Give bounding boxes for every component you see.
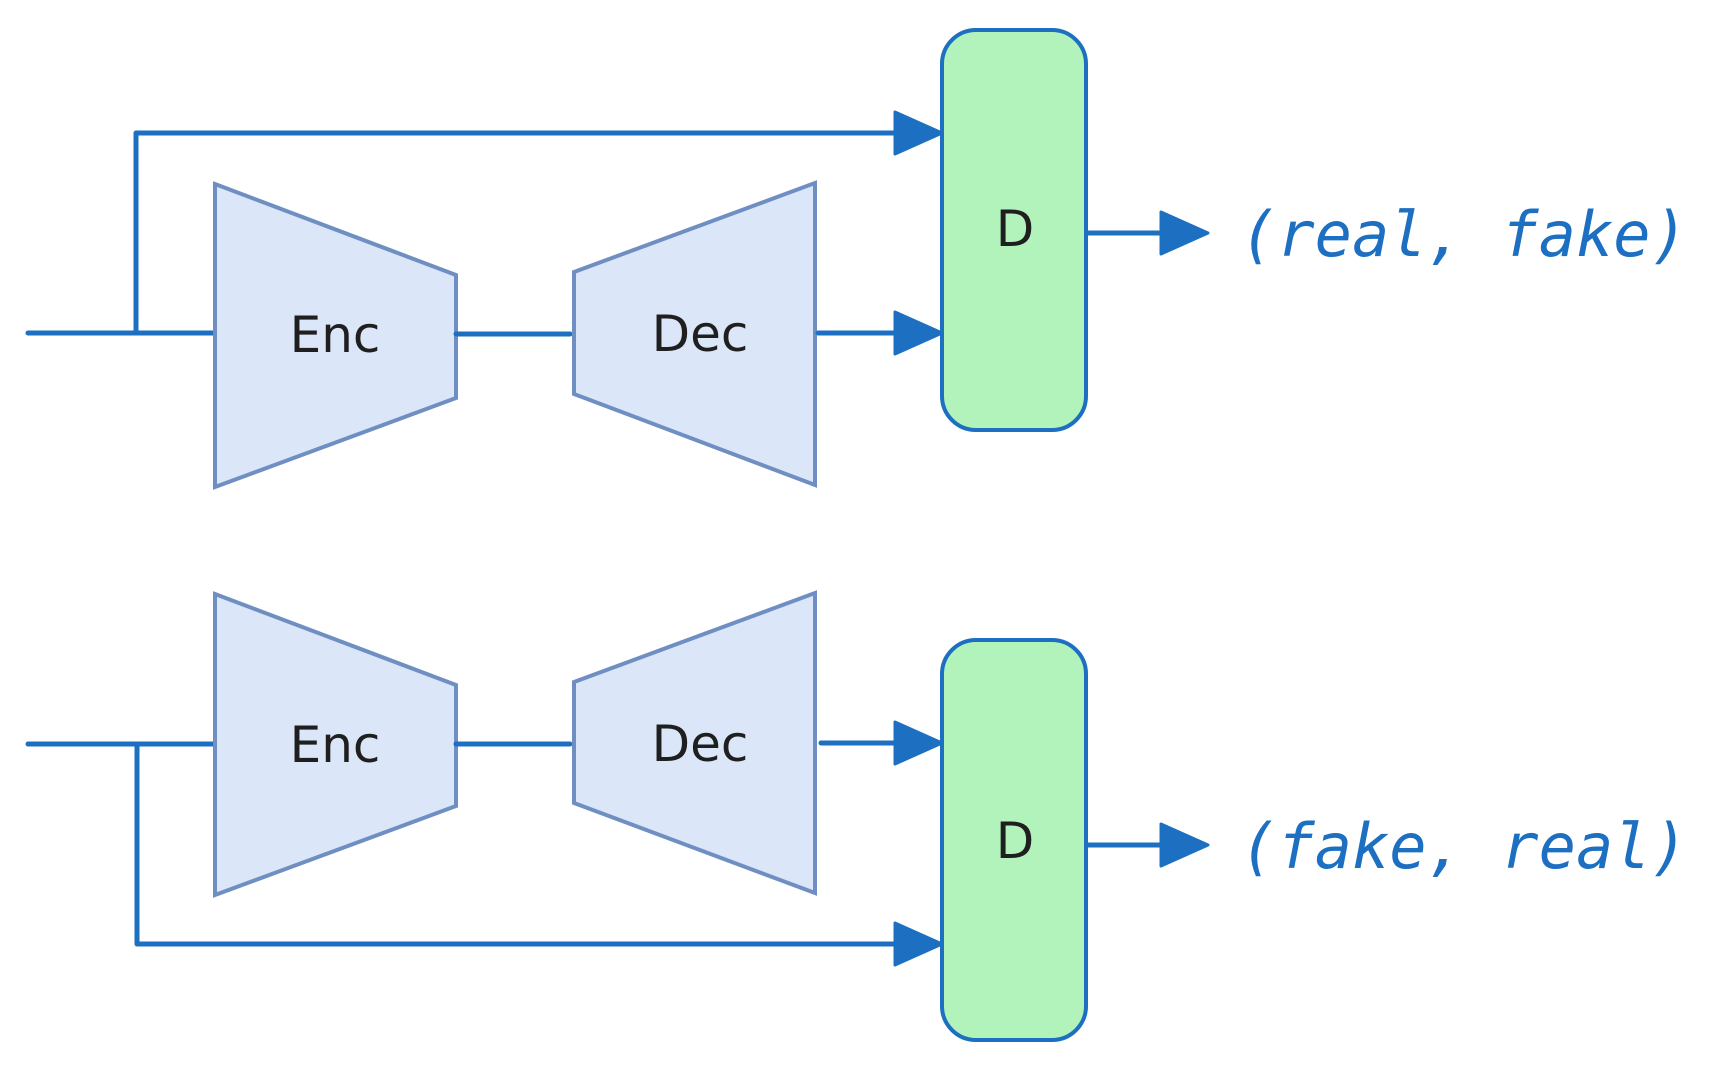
bottom-discriminator-block xyxy=(940,638,1088,1042)
top-row: Enc Dec D (real, fake) xyxy=(25,28,1688,490)
top-decoder-label: Dec xyxy=(652,305,749,363)
top-decoder-block xyxy=(572,180,817,488)
bottom-encoder-label: Enc xyxy=(290,716,381,774)
top-output-arrowhead xyxy=(1159,210,1210,256)
bottom-discriminator-label: D xyxy=(996,812,1035,870)
top-encoder-label: Enc xyxy=(290,306,381,364)
top-output-label: (real, fake) xyxy=(1240,198,1688,271)
top-encoder-block xyxy=(213,181,458,490)
top-skip-arrowhead xyxy=(893,110,944,156)
bottom-output-arrowhead xyxy=(1159,822,1210,868)
top-discriminator-label: D xyxy=(996,200,1035,258)
bottom-decoder-label: Dec xyxy=(652,715,749,773)
top-skip-connection xyxy=(133,130,903,336)
bottom-skip-arrowhead xyxy=(893,921,944,967)
top-dec-arrowhead xyxy=(893,310,944,356)
bottom-output-label: (fake, real) xyxy=(1240,810,1688,883)
top-discriminator-block xyxy=(940,28,1088,432)
bottom-row: Enc Dec D (fake, real) xyxy=(25,590,1688,1042)
bottom-encoder-block xyxy=(213,591,458,898)
bottom-decoder-block xyxy=(572,590,817,896)
bottom-dec-arrowhead xyxy=(893,720,944,766)
bottom-skip-connection xyxy=(134,741,903,947)
